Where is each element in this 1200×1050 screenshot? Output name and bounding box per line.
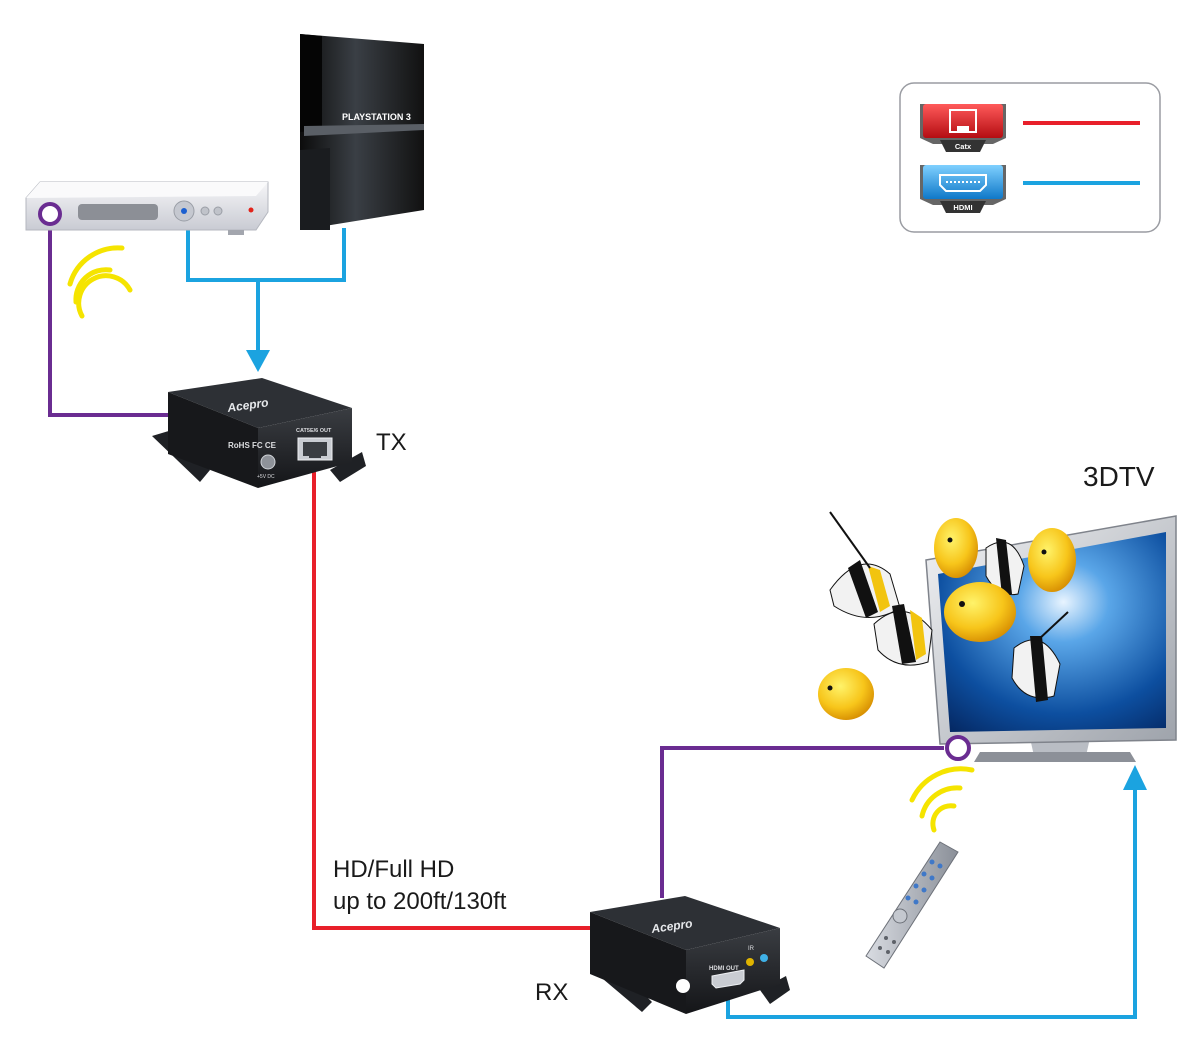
rx-port-label: HDMI OUT xyxy=(709,966,739,972)
hdmi-out-port-icon xyxy=(711,969,745,989)
tx-port-label: CAT5E/6 OUT xyxy=(296,428,332,434)
power-jack-icon xyxy=(260,454,276,470)
note-line-1: HD/Full HD xyxy=(333,856,454,883)
ir-cable-settopbox-to-tx xyxy=(48,220,170,417)
wireless-signal-icon xyxy=(67,245,133,319)
tx-power-label: +5V DC xyxy=(257,474,275,480)
catx-cable-tx-to-rx xyxy=(312,458,600,930)
cables xyxy=(48,220,1147,1019)
rj45-port-icon xyxy=(297,437,333,461)
ir-receiver-icon xyxy=(945,735,971,761)
arrow-up-icon xyxy=(1123,765,1147,790)
ir-jack-icon xyxy=(746,958,754,966)
note-line-2: up to 200ft/130ft xyxy=(333,888,507,915)
striped-fish-icon xyxy=(873,604,933,666)
hdmi-cable-ps3 xyxy=(258,228,346,282)
remote-control xyxy=(865,841,959,969)
legend-item-hdmi: HDMI xyxy=(920,165,1140,213)
legend-item-catx: Catx xyxy=(920,104,1140,152)
yellow-fish-icon xyxy=(934,518,978,578)
ir-receiver-icon xyxy=(38,202,62,226)
striped-fish-icon xyxy=(985,538,1025,596)
striped-fish-icon xyxy=(829,511,901,618)
yellow-fish-icon xyxy=(1028,528,1076,592)
fish-illustrations xyxy=(818,511,1076,720)
ir-cable-rx-to-tv xyxy=(660,746,944,898)
tx-compliance-marks: RoHS FC CE xyxy=(228,441,277,450)
tx-transmitter: Acepro RoHS FC CE +5V DC CAT5E/6 OUT xyxy=(152,378,366,488)
legend-label-catx: Catx xyxy=(955,142,972,151)
rx-ir-label: IR xyxy=(748,946,755,952)
ir-jack-icon xyxy=(760,954,768,962)
playstation-console: PLAYSTATION 3 xyxy=(300,34,424,230)
legend: Catx HDMI xyxy=(899,82,1161,233)
yellow-fish-icon xyxy=(818,668,874,720)
hdmi-port-icon xyxy=(939,174,987,192)
brand-logo: Acepro xyxy=(225,395,269,415)
rx-receiver: Acepro HDMI OUT IR xyxy=(590,896,790,1014)
legend-label-hdmi: HDMI xyxy=(953,203,972,212)
hdmi-cable-settopbox xyxy=(186,230,258,282)
ethernet-port-icon xyxy=(949,109,977,133)
arrow-down-icon xyxy=(246,350,270,372)
set-top-box xyxy=(25,181,269,235)
striped-fish-icon xyxy=(1011,611,1069,702)
console-name: PLAYSTATION 3 xyxy=(342,112,411,122)
tx-label: TX xyxy=(376,429,407,456)
rx-label: RX xyxy=(535,979,568,1006)
tv-label: 3DTV xyxy=(1083,461,1155,492)
brand-logo: Acepro xyxy=(649,916,693,936)
yellow-fish-icon xyxy=(944,582,1016,642)
3d-logo-icon xyxy=(676,979,690,993)
wireless-signal-icon xyxy=(909,766,975,833)
